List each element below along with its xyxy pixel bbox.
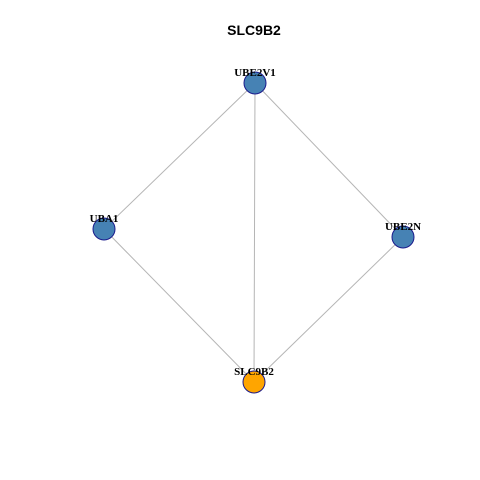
edge-ube2v1-ube2n [254, 82, 404, 238]
node-slc9b2[interactable] [242, 370, 266, 394]
edge-ube2n-slc9b2 [253, 236, 404, 383]
node-label-uba1: UBA1 [90, 213, 119, 225]
node-ube2v1[interactable] [243, 71, 267, 95]
node-uba1[interactable] [92, 217, 116, 241]
nodes-layer [92, 71, 415, 394]
node-ube2n[interactable] [391, 225, 415, 249]
edge-uba1-slc9b2 [103, 228, 255, 383]
edges-layer [103, 82, 404, 383]
node-label-slc9b2: SLC9B2 [234, 366, 274, 378]
node-label-ube2n: UBE2N [385, 221, 421, 233]
edge-ube2v1-slc9b2 [253, 82, 256, 383]
diagram-title: SLC9B2 [227, 22, 281, 38]
node-label-ube2v1: UBE2V1 [234, 67, 276, 79]
edge-ube2v1-uba1 [103, 82, 256, 230]
